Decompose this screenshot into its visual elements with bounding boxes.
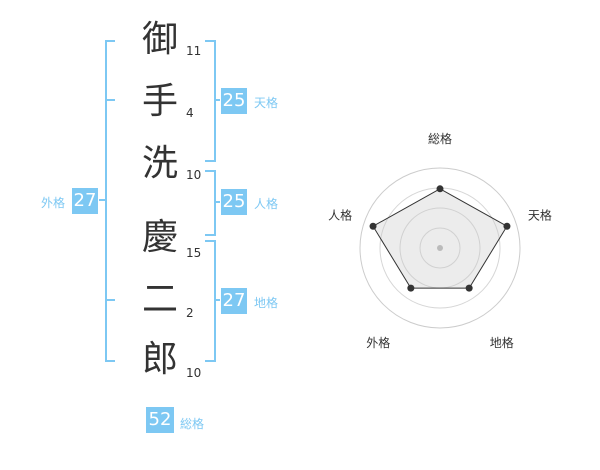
chikaku-score: 27 [221,288,247,314]
radar-point-3 [465,284,473,292]
stroke-count-1: 11 [186,44,202,58]
radar-point-1 [436,185,444,193]
radar-axis-label-4: 外格 [366,335,390,350]
jinkaku-score: 25 [221,189,247,215]
soukaku-score: 52 [146,407,174,433]
radar-value-polygon [372,188,508,289]
gaikaku-connector [99,199,105,201]
tenkaku-score: 25 [221,88,247,114]
name-char-3: 洗 [141,143,178,184]
stroke-count-2: 4 [186,106,194,120]
tenkaku-connector [214,99,220,101]
radar-point-5 [369,222,377,230]
name-char-6: 郎 [141,339,178,380]
stroke-count-4: 15 [186,246,202,260]
radar-ring [419,227,461,269]
radar-axis-label-5: 人格 [328,208,352,223]
radar-axis-label-2: 天格 [528,208,552,223]
radar-point-2 [503,222,511,230]
gaikaku-inner-tick-2 [107,299,115,301]
stroke-count-5: 2 [186,306,194,320]
jinkaku-connector [214,201,220,203]
name-char-2: 手 [141,81,178,122]
radar-axis-label-1: 総格 [428,131,452,146]
name-char-4: 慶 [141,217,178,258]
tenkaku-label: 天格 [254,96,279,110]
tenkaku-bracket [205,40,216,162]
radar-center-dot [437,245,443,251]
stroke-count-6: 10 [186,366,202,380]
chikaku-bracket [205,240,216,362]
radar-axis-label-3: 地格 [490,335,514,350]
name-char-5: 二 [141,279,178,320]
chikaku-label: 地格 [254,296,279,310]
gaikaku-label: 外格 [41,196,66,210]
jinkaku-bracket [205,170,216,236]
soukaku-label: 総格 [180,417,205,431]
gaikaku-bracket [105,40,115,362]
jinkaku-label: 人格 [254,197,279,211]
stroke-count-3: 10 [186,168,202,182]
gaikaku-inner-tick-1 [107,99,115,101]
chikaku-connector [214,299,220,301]
name-char-1: 御 [141,19,178,60]
gaikaku-score: 27 [72,188,98,214]
radar-point-4 [407,284,415,292]
